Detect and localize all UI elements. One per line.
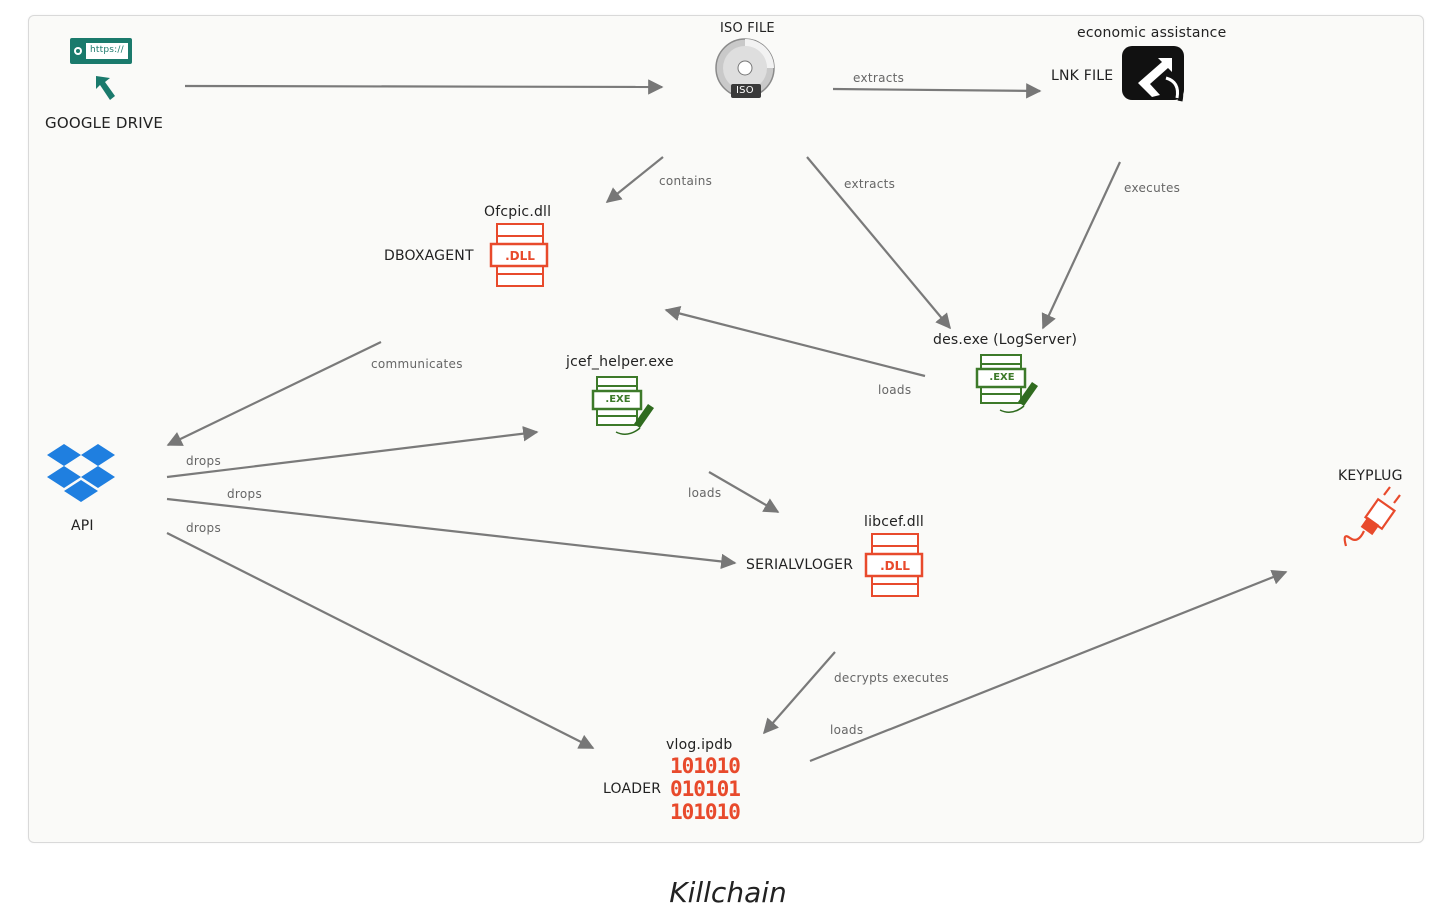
edge-api-drops-jcef — [166, 426, 539, 479]
exe-file-icon — [975, 354, 1038, 413]
exe-extension: .EXE — [605, 394, 631, 405]
diagram-frame — [28, 15, 1424, 843]
exe-file-icon — [591, 376, 654, 435]
vlog-ipdb-filename: vlog.ipdb — [666, 737, 733, 753]
edge-label-drops: drops — [186, 454, 221, 468]
google-drive-icon — [70, 38, 132, 100]
edge-iso-contains-dll — [605, 156, 664, 203]
edge-label-drops: drops — [186, 521, 221, 535]
google-drive-label: GOOGLE DRIVE — [45, 114, 163, 132]
libcef-filename: libcef.dll — [864, 514, 925, 530]
edge-label-executes: executes — [1124, 181, 1181, 195]
dll-extension: .DLL — [505, 249, 535, 263]
binary-line: 101010 — [670, 800, 741, 824]
edge-label-drops: drops — [227, 487, 262, 501]
dboxagent-label: DBOXAGENT — [384, 248, 474, 264]
edge-label-loads: loads — [830, 723, 864, 737]
iso-disc-icon — [715, 38, 775, 98]
lnk-file-label: LNK FILE — [1051, 68, 1114, 84]
api-label: API — [71, 518, 94, 534]
edge-iso-extracts-des — [806, 156, 951, 330]
edge-label-decrypts-executes: decrypts executes — [834, 671, 949, 685]
edge-libcef-decrypts-vlog — [762, 651, 836, 735]
binary-line: 010101 — [670, 777, 741, 801]
iso-disc-text: ISO — [736, 85, 754, 96]
des-exe-filename: des.exe (LogServer) — [933, 332, 1078, 348]
jcef-helper-filename: jcef_helper.exe — [566, 354, 674, 370]
serialvloger-label: SERIALVLOGER — [746, 557, 854, 573]
loader-label: LOADER — [603, 781, 662, 797]
dll-file-icon — [489, 223, 549, 287]
edge-label-contains: contains — [659, 174, 713, 188]
ofcpic-filename: Ofcpic.dll — [484, 204, 552, 220]
edge-des-loads-dll — [664, 305, 926, 378]
edge-label-extracts: extracts — [844, 177, 896, 191]
exe-extension: .EXE — [989, 372, 1015, 383]
binary-icon: 101010 010101 101010 — [670, 754, 741, 824]
url-text: https:// — [90, 45, 124, 55]
dropbox-icon — [47, 444, 115, 502]
edge-lnk-executes-des — [1041, 161, 1121, 330]
keyplug-label: KEYPLUG — [1338, 468, 1403, 484]
edge-label-loads: loads — [878, 383, 912, 397]
edge-api-drops-vlog — [166, 532, 595, 749]
lnk-title: economic assistance — [1077, 25, 1227, 41]
plug-icon — [1343, 486, 1401, 547]
edge-label-communicates: communicates — [371, 357, 463, 371]
edge-vlog-loads-keyplug — [809, 569, 1288, 763]
edge-label-extracts: extracts — [853, 71, 905, 85]
iso-file-label: ISO FILE — [720, 21, 775, 36]
edge-iso-extracts-lnk — [832, 83, 1042, 99]
edge-drive-to-iso — [184, 79, 664, 95]
edge-api-drops-libcef — [166, 497, 737, 570]
figure-caption: Killchain — [669, 876, 787, 909]
dll-extension: .DLL — [880, 559, 910, 573]
shortcut-icon — [1122, 46, 1184, 102]
edge-label-loads: loads — [688, 486, 722, 500]
binary-line: 101010 — [670, 754, 741, 778]
dll-file-icon — [864, 533, 924, 597]
edge-jcef-loads-libcef — [708, 471, 780, 513]
edge-dll-communicates-api — [166, 341, 382, 446]
